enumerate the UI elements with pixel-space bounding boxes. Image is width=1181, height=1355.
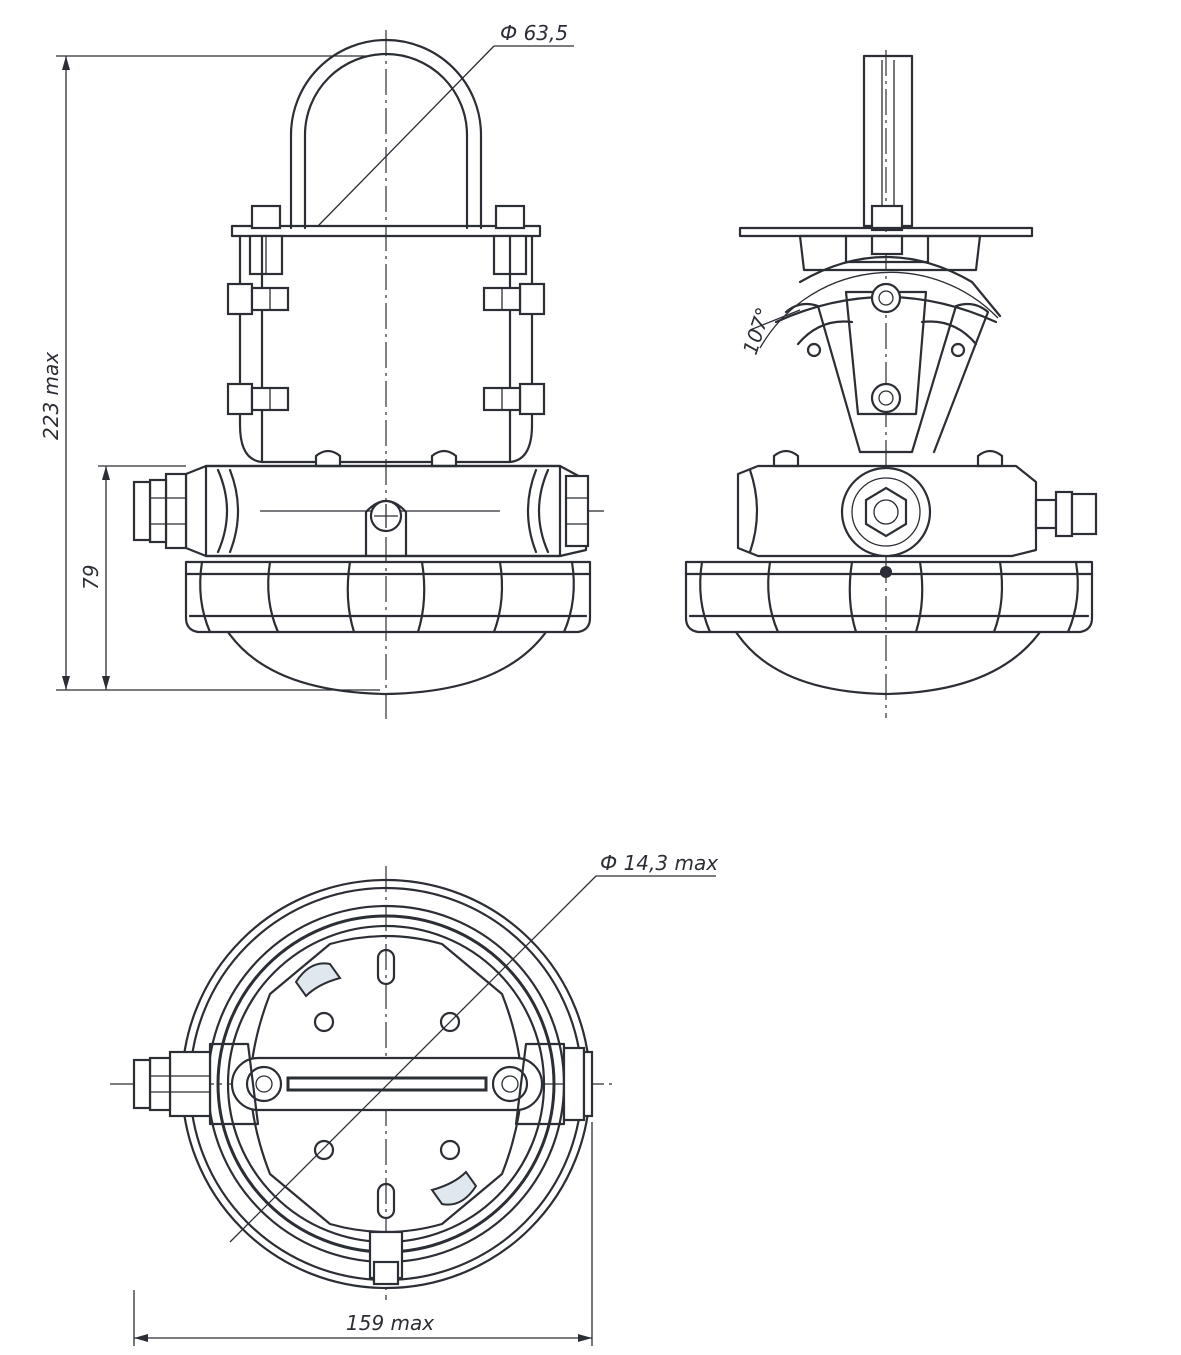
side-view (684, 50, 1098, 718)
bottom-view (110, 866, 716, 1300)
angle-label: 107° (738, 304, 776, 357)
pipe-diameter-label: Ф 63,5 (500, 21, 568, 45)
overall-height-label: 223 max (39, 352, 63, 440)
cover-diameter-label: Ф 14,3 max (600, 851, 718, 875)
front-view (132, 30, 604, 720)
overall-width-label: 159 max (346, 1311, 434, 1335)
body-height-label: 79 (79, 565, 103, 590)
dimension-lines (56, 45, 593, 1346)
